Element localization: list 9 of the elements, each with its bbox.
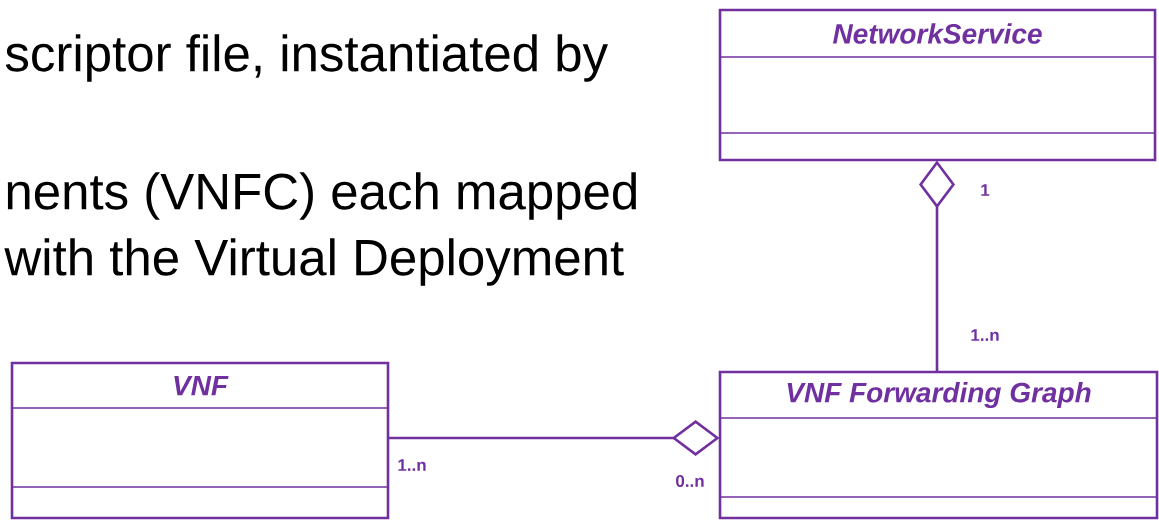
class-box: VNF [10, 361, 390, 520]
multiplicity-label: 0..n [676, 475, 704, 487]
multiplicity-label: 1 [981, 184, 990, 196]
body-text: scriptor file, instantiated by [5, 34, 608, 82]
body-text: with the Virtual Deployment [4, 238, 624, 286]
body-text: nents (VNFC) each mapped [7, 172, 636, 220]
class-box: VNF Forwarding Graph [718, 370, 1159, 520]
multiplicity-label: 1..n [971, 329, 999, 341]
class-box: NetworkService [718, 8, 1157, 162]
